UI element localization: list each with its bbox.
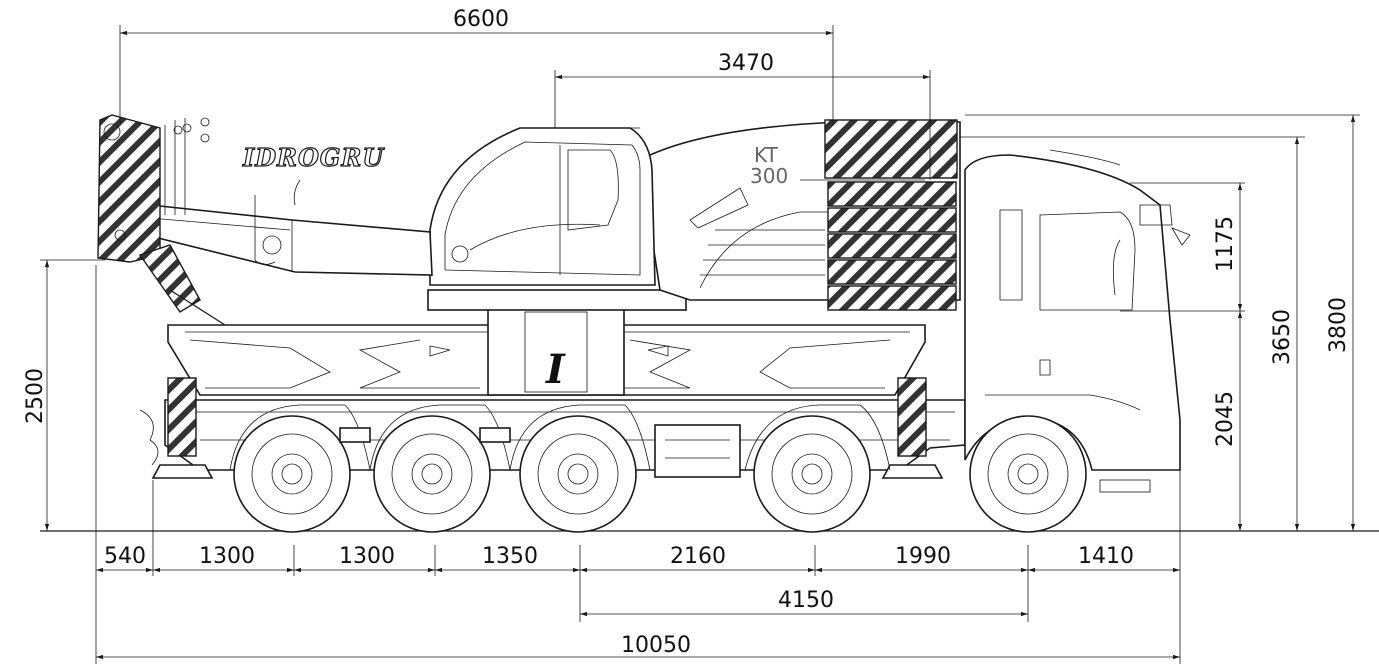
- boom-head: [97, 114, 226, 326]
- dim-3800: 3800: [1326, 297, 1351, 353]
- wheel: [519, 415, 637, 533]
- rear-outrigger-leg: [167, 377, 197, 457]
- dim-3470: 3470: [718, 51, 774, 76]
- dim-4150: 4150: [778, 588, 834, 613]
- dim-segment: 1990: [895, 544, 951, 569]
- dim-6600: 6600: [453, 7, 509, 32]
- idrogru-logo: IDROGRU: [242, 143, 385, 172]
- model-label-kt: KT: [754, 143, 779, 167]
- chassis-emblem: I: [545, 346, 566, 393]
- dim-10050: 10050: [621, 633, 691, 658]
- counterweight-stack: [824, 119, 958, 311]
- front-outrigger-foot: [881, 464, 944, 479]
- dim-1175: 1175: [1213, 216, 1238, 272]
- outrigger-box: [167, 304, 926, 396]
- front-outrigger-leg: [897, 377, 927, 457]
- dim-segment: 1300: [339, 544, 395, 569]
- side-toolbox: [654, 424, 741, 478]
- wheel-arches: [229, 404, 891, 471]
- crane-truck-illustration: I KT 300: [40, 114, 1379, 533]
- wheel: [233, 415, 351, 533]
- rear-outrigger-foot: [151, 464, 214, 479]
- dim-segment: 1410: [1078, 544, 1134, 569]
- dim-2045: 2045: [1213, 391, 1238, 447]
- wheel: [753, 415, 871, 533]
- dim-segment: 1300: [199, 544, 255, 569]
- wheel: [969, 415, 1087, 533]
- dim-segment: 1350: [482, 544, 538, 569]
- dimension-lines: 6600 3470 1175 2045 3650 3800 2500: [23, 7, 1360, 664]
- wheel: [373, 415, 491, 533]
- dim-2500: 2500: [23, 368, 48, 424]
- telescopic-boom: [149, 179, 433, 276]
- dim-segment: 540: [104, 544, 146, 569]
- wheels: [233, 415, 1087, 533]
- crane-cab: [429, 127, 656, 286]
- dim-3650: 3650: [1270, 309, 1295, 365]
- turntable-base: [427, 289, 687, 311]
- dim-segment: 2160: [670, 544, 726, 569]
- model-label-300: 300: [750, 164, 788, 188]
